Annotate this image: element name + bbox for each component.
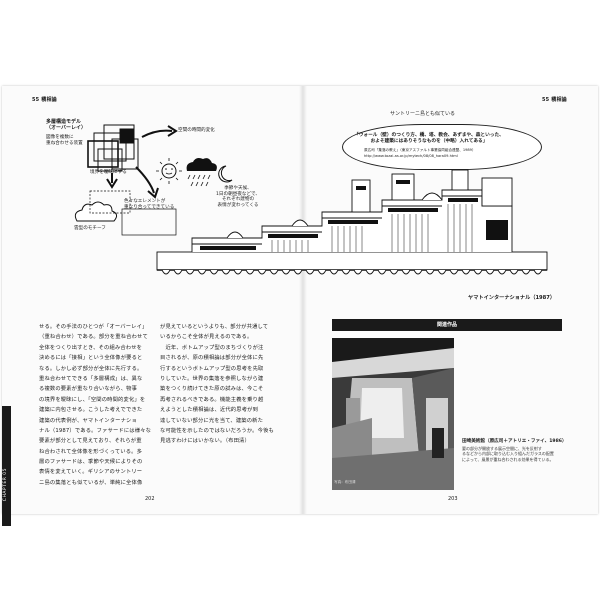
cloud-motif-label: 雲型のモチーフ (74, 226, 106, 231)
body-line: 再考されるべきである。機能主義を乗り越 (160, 396, 264, 403)
body-line: 層のファサードは、季節や天候によりその (39, 459, 143, 466)
building-base-arches (161, 269, 543, 275)
body-line: 見逃すわけにはいかない。（布田清） (160, 438, 250, 445)
body-line: な可能性を示したのではないだろうか。今後も (160, 427, 274, 434)
description-line: るなどから内部に取り込む入り組んだガラスの配置 (462, 451, 554, 457)
bubble-quote: 「ウォール（壁）のつくり方、橋、塔、教会、あずまや、森といった、 およそ建築には… (354, 133, 504, 145)
body-line: ニ島の集落とも似ているが、単純に全体像 (39, 479, 143, 486)
related-work-title: 田崎美術館（原広司＋アトリエ・ファイ、1986） (462, 439, 567, 444)
description-line: によって、風景が重ね合わされる効果を得ている。 (462, 456, 554, 462)
photo-credit: 写真：布田清 (334, 480, 356, 484)
body-line: の境界を曖昧にし、「空間の時間的変化」を (39, 396, 146, 403)
related-work-photo: 写真：布田清 (332, 338, 454, 490)
elements-label: 色々なエレメントが 重なり合ってできている (124, 199, 175, 210)
right-page-header: 55 積相論 (542, 97, 567, 103)
body-line: 建築の代表例が、ヤマトインターナショ (39, 417, 137, 424)
body-line: ね合わされて全体像を形づくっている。多 (39, 448, 143, 455)
body-line: なる。しかし必ず部分が全体に先行する。 (39, 365, 143, 372)
cloud-motif-icon (74, 201, 118, 222)
body-line: りしていた。世界の集落を参照しながら建 (160, 375, 264, 382)
museum-interior-image (332, 338, 454, 490)
bubble-url: http://www.tozai-as.or.jp/mytech/08/08_h… (364, 154, 458, 158)
related-works-header: 関連作品 (332, 319, 562, 331)
book-gutter (299, 86, 307, 514)
body-line: （重ね合わせ）である。部分を重ね合わせて (39, 334, 148, 341)
chapter-tab-label: CHAPTER 05 (3, 468, 8, 502)
body-line: えようとした積相論は、近代的思考が到 (160, 407, 259, 414)
left-page-header: 55 積相論 (32, 97, 57, 103)
body-line: 要素が部分として見えており、それらが重 (39, 438, 142, 445)
weather-label: 季節や天候、 1日の朝昼夜などで、 それぞれ建物の 表情が変わってくる (216, 186, 260, 208)
model-title-line: 多層構造モデル （オーバーレイ） (46, 119, 86, 131)
bubble-reference: 原広司「集落の教え」（東京アスファルト事業協同組合連盟、1989） (364, 148, 476, 152)
body-line: いるからこそ全体が見えるのである。 (160, 334, 253, 341)
quote-bubble (342, 124, 542, 170)
body-line: 目されるが、原の積相論は部分が全体に先 (160, 355, 264, 362)
body-line: が見えているというよりも、部分が共通して (160, 324, 269, 330)
santorini-note: サントリーニ島とも似ている (390, 111, 456, 117)
body-line: る複数の要素が重なり合いながら、物事 (39, 386, 138, 393)
body-line: ナル（1987）である。ファサードには様々な (39, 427, 152, 434)
time-change-label: 空間の時間的変化 (178, 128, 215, 133)
body-line: 行するというボトムアップ型の思考を先取 (160, 365, 264, 372)
book-spread: 55 積相論 (2, 86, 598, 526)
related-work-description: 要の部分が開放する展示空間に、光を反射す るなどから内部に取り込む入り組んだガラ… (462, 446, 572, 462)
right-page-number: 203 (448, 496, 458, 502)
rain-cloud-icon (186, 158, 217, 187)
body-line: 達していない部分に光を当て、建築の新た (160, 417, 264, 424)
model-title: 多層構造モデル （オーバーレイ） (46, 119, 86, 131)
body-line: 決めるには「接相」という全体像が要ると (39, 355, 143, 362)
overlay-squares-icon (87, 124, 139, 172)
model-subtitle: 図像を複数に 重ね合わせる装置 (46, 135, 83, 146)
moon-icon (218, 165, 233, 183)
left-page-number: 202 (145, 496, 155, 502)
body-column-1: せる。その手法のひとつが「オーバーレイ」 （重ね合わせ）である。部分を重ね合わせ… (39, 322, 157, 488)
body-line: 近年、ボトムアップ型のまちづくりが注 (160, 344, 264, 351)
body-line: せる。その手法のひとつが「オーバーレイ」 (39, 324, 148, 330)
body-line: 全体をつくり出すとき、その組み合わせを (39, 344, 143, 351)
body-line: 重ね合わせてできる「多層構成」は、異な (39, 375, 143, 382)
body-line: 建築に内包させる。こうした考えでできた (39, 407, 143, 414)
body-column-2: が見えているというよりも、部分が共通して いるからこそ全体が見えるのである。 近… (160, 322, 286, 447)
sun-icon (156, 158, 182, 184)
overlay-diagram (74, 124, 233, 236)
body-line: 表情を変えていく。ギリシアのサントリー (39, 469, 143, 476)
yamato-building-illustration (156, 169, 548, 275)
body-line: 築をつくり続けてきた原の試みは、今こそ (160, 386, 264, 393)
boundary-label: 境界を曖昧にする (90, 170, 127, 175)
building-caption: ヤマトインターナショナル（1987） (468, 295, 556, 301)
chapter-tab: CHAPTER 05 (2, 406, 11, 526)
description-line: 要の部分が開放する展示空間に、光を反射す (462, 446, 542, 451)
